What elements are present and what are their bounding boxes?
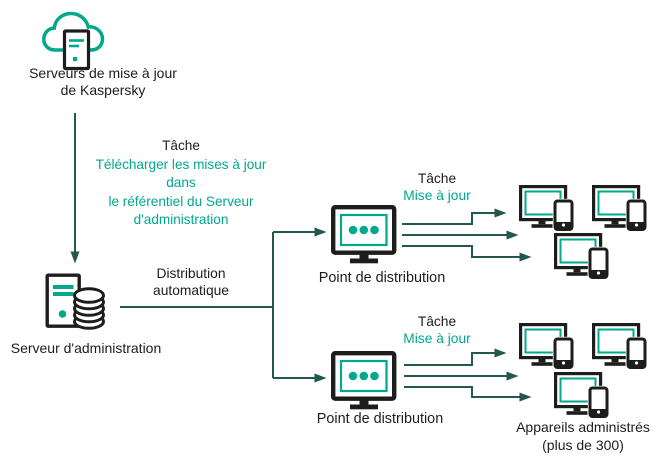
- download-task-label: Tâche Télécharger les mises à jour dans …: [61, 137, 301, 230]
- auto-distribution-label: Distribution automatique: [153, 266, 229, 298]
- managed-device-icon: [519, 185, 575, 232]
- arrow-dp1-out-3: [402, 245, 532, 262]
- managed-devices-label: Appareils administrés (plus de 300): [516, 419, 650, 453]
- arrow-dp1-out-1: [402, 208, 507, 225]
- dp2-label: Point de distribution: [316, 411, 444, 427]
- database-disks-icon: [73, 287, 105, 330]
- managed-device-icon: [592, 323, 648, 370]
- distribution-point-monitor-icon: [331, 205, 397, 264]
- distribution-point-monitor-icon: [331, 351, 397, 410]
- arrow-dp2-out-1: [404, 348, 507, 366]
- managed-device-icon: [519, 323, 575, 370]
- kaspersky-servers-label: Serveurs de mise à jour de Kaspersky: [29, 65, 177, 98]
- cloud-icon: [42, 11, 105, 52]
- managed-device-icon: [592, 185, 648, 232]
- kaspersky-update-servers-icon: [42, 11, 105, 71]
- dp1-task-label: Tâche Mise à jour: [403, 171, 471, 203]
- dp1-label: Point de distribution: [318, 270, 446, 286]
- server-tower-icon: [62, 29, 91, 71]
- dp2-task-label: Tâche Mise à jour: [403, 314, 471, 346]
- administration-server-icon: [45, 273, 105, 330]
- managed-device-icon: [554, 233, 610, 280]
- task-title: Tâche: [162, 138, 200, 153]
- arrow-dp2-out-3: [404, 386, 532, 402]
- managed-device-icon: [554, 372, 610, 419]
- admin-server-label: Serveur d'administration: [10, 340, 162, 356]
